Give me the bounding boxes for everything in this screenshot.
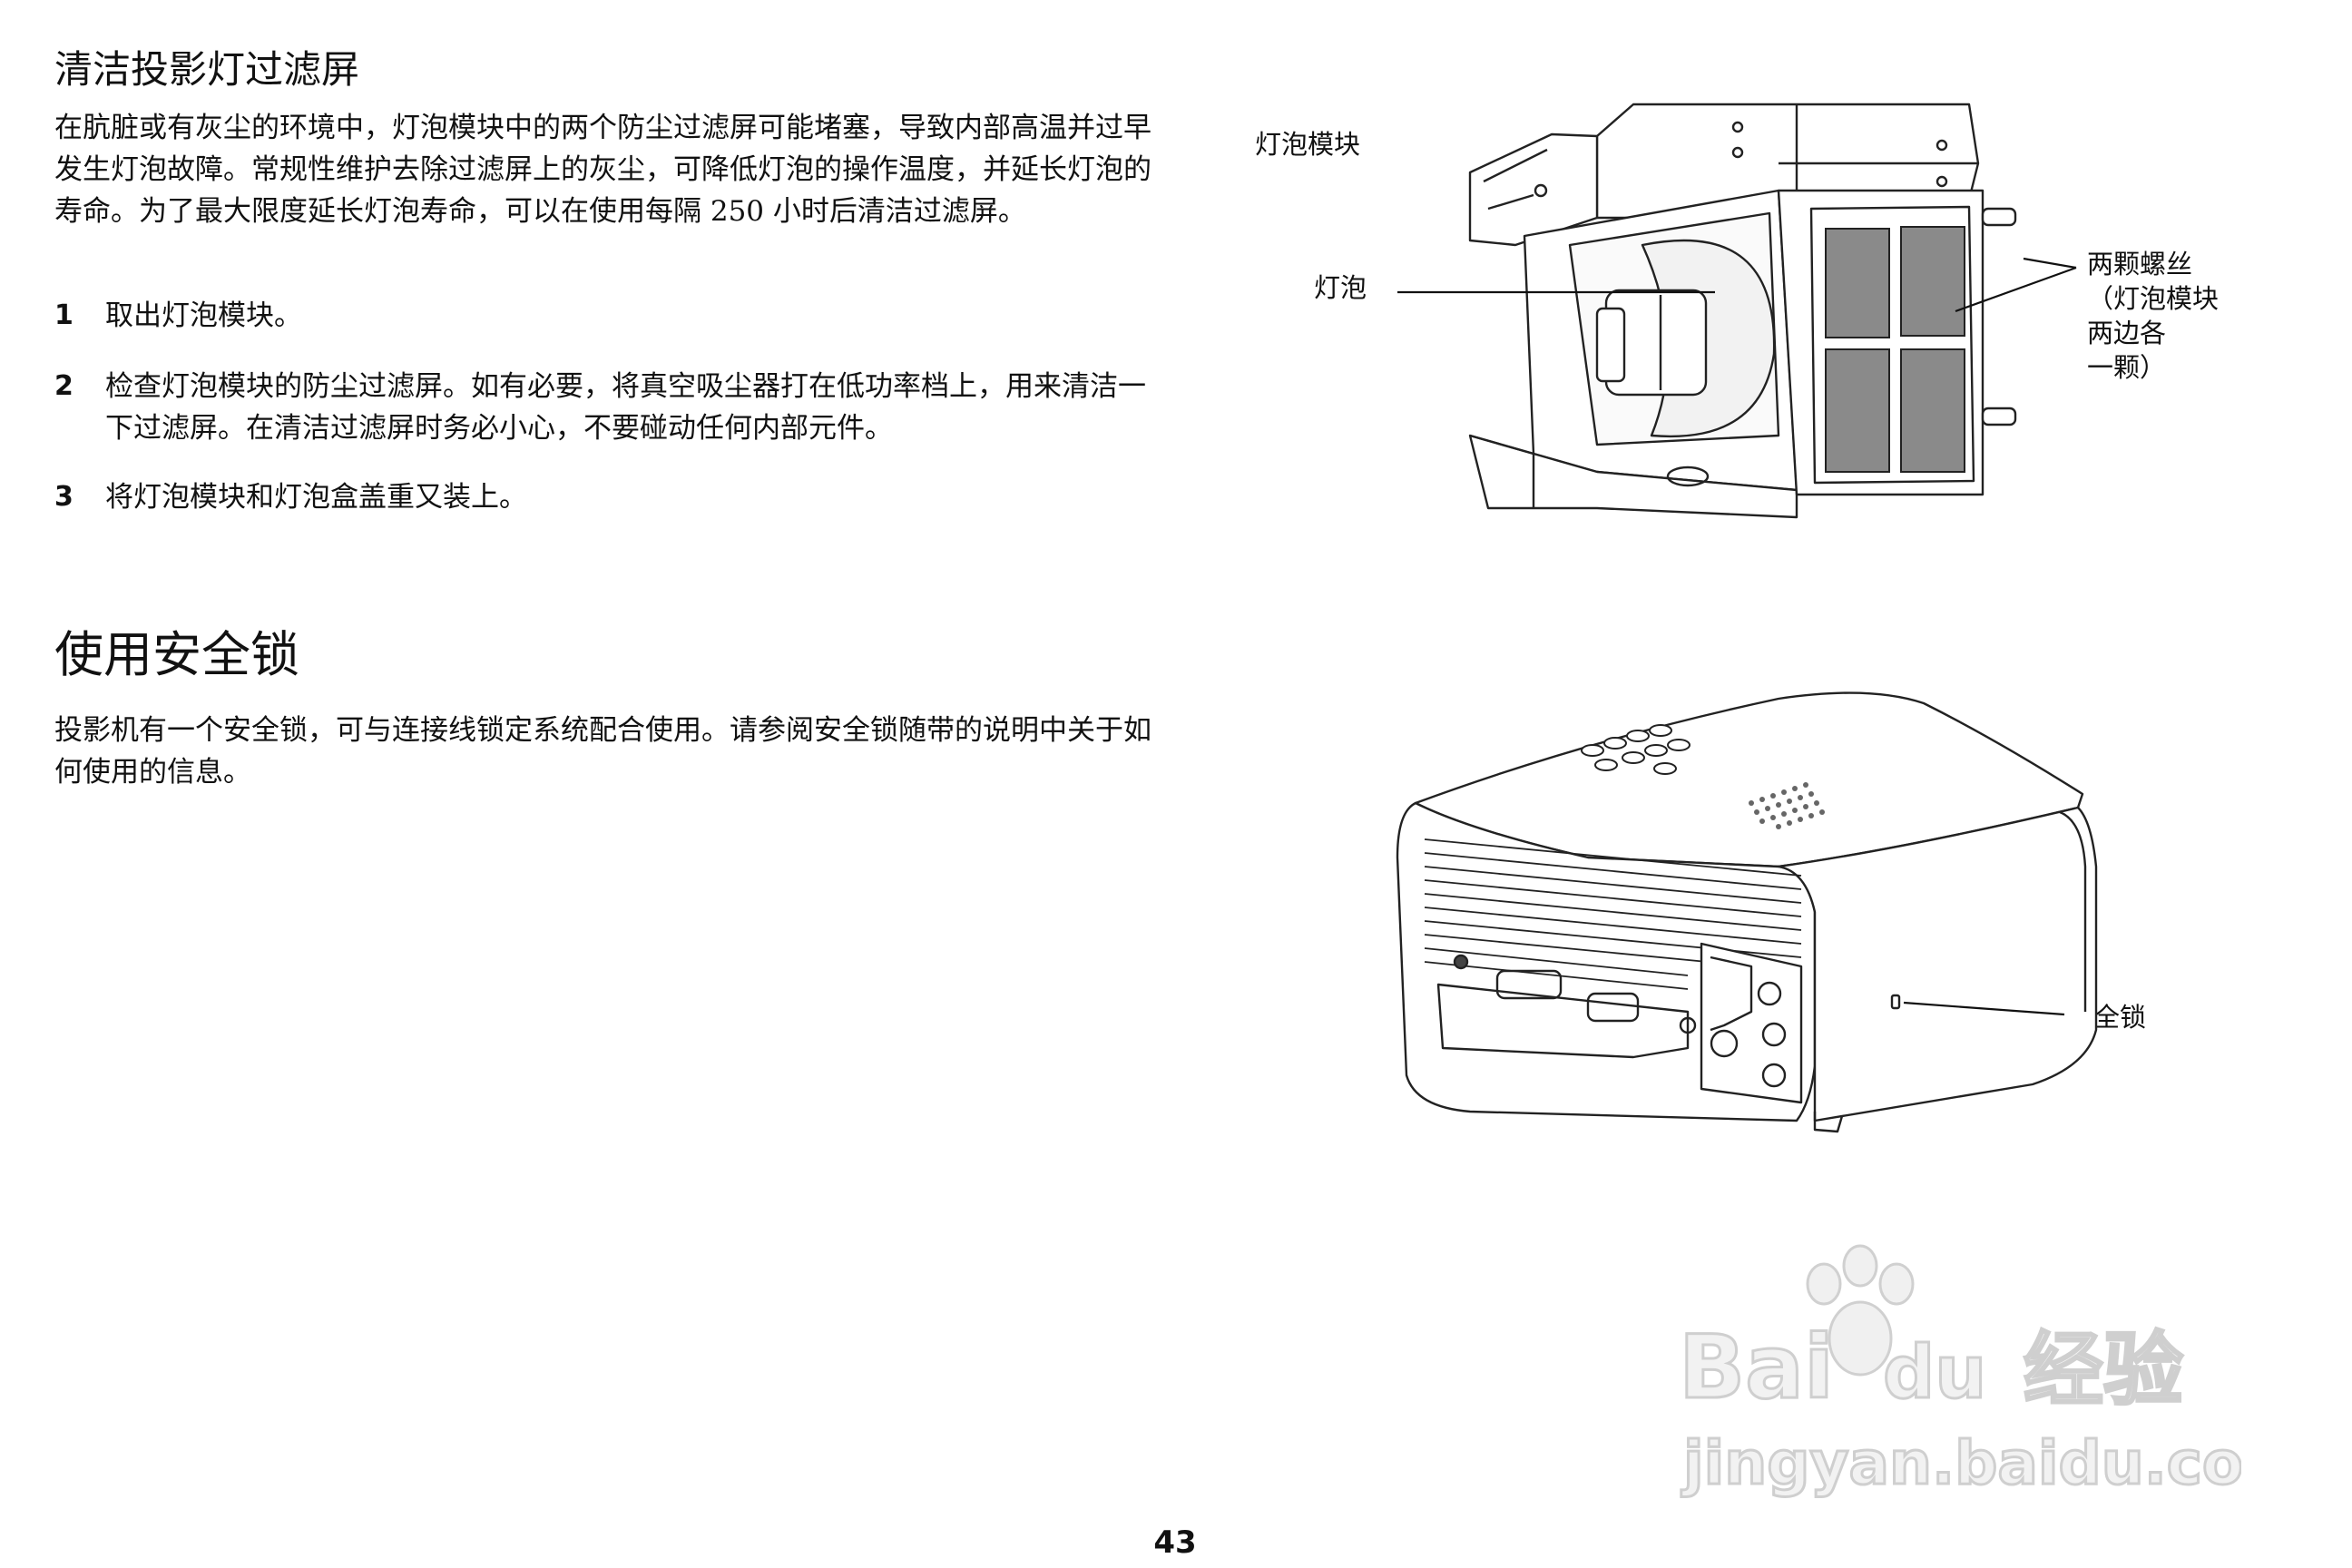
step-text: 将灯泡模块和灯泡盒盖重又装上。 — [105, 481, 527, 514]
serial-port — [1495, 969, 1563, 1000]
projector-illustration — [1396, 691, 2098, 1133]
lamp-module-base — [1468, 434, 1798, 519]
baidu-jingyan-watermark: Bai du 经验 jingyan.baidu.com — [1679, 1244, 2241, 1500]
lamp-filter-paragraph: 在肮脏或有灰尘的环境中，灯泡模块中的两个防尘过滤屏可能堵塞，导致内部高温并过早发… — [54, 112, 1152, 228]
section-title-security-lock: 使用安全锁 — [54, 626, 299, 683]
speaker-grille — [1749, 782, 1825, 829]
connector-panel — [1436, 983, 1690, 1059]
paw-icon — [1828, 1300, 1893, 1377]
page-number: 43 — [1153, 1524, 1197, 1561]
filter-screen — [1825, 348, 1890, 473]
lamp-module-label: 灯泡模块 — [1255, 129, 1361, 160]
step-item: 2 检查灯泡模块的防尘过滤屏。如有必要，将真空吸尘器打在低功率档上，用来清洁一下… — [54, 366, 1152, 449]
step-number: 1 — [54, 299, 74, 331]
vga-port — [1586, 992, 1640, 1023]
watermark-product: 经验 — [2024, 1323, 2183, 1416]
io-panel — [1700, 942, 1803, 1104]
lamp-module-illustration — [1397, 103, 2077, 519]
filter-screen — [1825, 228, 1890, 338]
screws-leader-line — [1955, 266, 2077, 313]
security-lock-slot — [1890, 994, 1901, 1010]
screws-label: 两颗螺丝 （灯泡模块 两边各 一颗） — [2087, 249, 2220, 383]
step-text: 取出灯泡模块。 — [105, 299, 302, 332]
watermark-url: jingyan.baidu.com — [1681, 1428, 2241, 1498]
audio-port — [1761, 1022, 1787, 1047]
filter-screen — [1900, 226, 1965, 337]
filter-screen — [1900, 348, 1965, 473]
lamp-left-bracket — [1468, 132, 1599, 247]
screws-leader-line — [2023, 257, 2077, 270]
audio-port — [1757, 981, 1782, 1006]
step-item: 3 将灯泡模块和灯泡盒盖重又装上。 — [54, 476, 1152, 518]
step-text: 检查灯泡模块的防尘过滤屏。如有必要，将真空吸尘器打在低功率档上，用来清洁一下过滤… — [105, 370, 1146, 445]
indicator-light — [1453, 954, 1469, 970]
section-title-lamp-filter: 清洁投影灯过滤屏 — [54, 47, 360, 92]
step-number: 3 — [54, 481, 74, 513]
watermark-brand-suffix: du — [1883, 1330, 1986, 1415]
bulb-label: 灯泡 — [1314, 272, 1367, 303]
cleaning-steps-list: 1 取出灯泡模块。 2 检查灯泡模块的防尘过滤屏。如有必要，将真空吸尘器打在低功… — [54, 295, 1152, 518]
security-lock-paragraph: 投影机有一个安全锁，可与连接线锁定系统配合使用。请参阅安全锁随带的说明中关于如何… — [54, 714, 1152, 789]
audio-port — [1761, 1063, 1787, 1088]
svideo-port — [1710, 1029, 1739, 1058]
projector-side — [1777, 806, 2098, 1122]
step-item: 1 取出灯泡模块。 — [54, 295, 1152, 337]
step-number: 2 — [54, 370, 74, 402]
watermark-brand: Bai — [1679, 1317, 1834, 1418]
lock-leader-line — [1903, 1001, 2065, 1016]
